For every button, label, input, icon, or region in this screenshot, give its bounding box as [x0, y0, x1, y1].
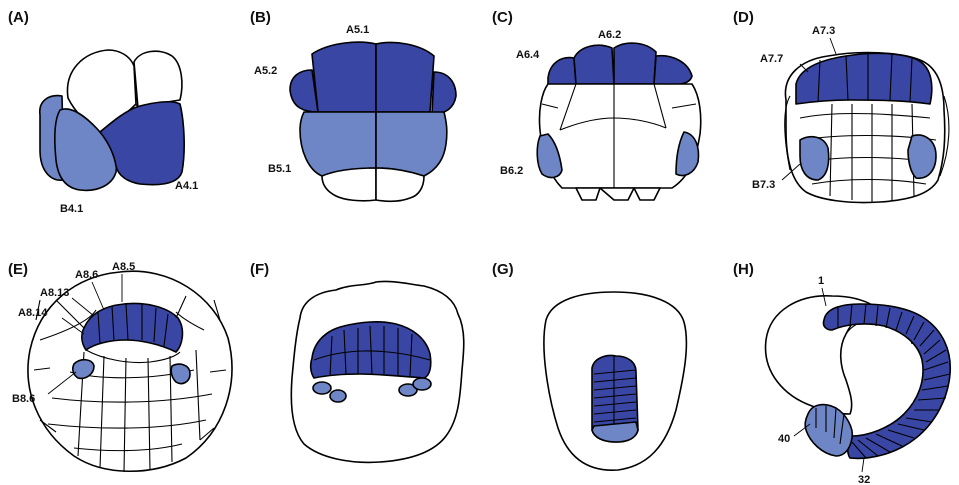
panel-c-letter: (C)	[492, 9, 513, 26]
panel-c: (C) A6.2 A6.4 B6.2	[492, 9, 701, 200]
label-a6-4: A6.4	[516, 49, 540, 61]
cell-a5-1-left	[312, 42, 376, 112]
cell-b5-1-right	[376, 112, 447, 176]
panel-e-letter: (E)	[8, 261, 28, 278]
panel-b-letter: (B)	[250, 9, 271, 26]
cell-b7-3-left	[800, 137, 829, 180]
cell-g-tail	[592, 422, 638, 442]
label-b6-2: B6.2	[500, 165, 523, 177]
panel-g: (G)	[492, 261, 686, 470]
panel-f: (F)	[250, 261, 464, 462]
cell-b7-3-right	[908, 135, 936, 178]
leader-line	[830, 38, 836, 54]
label-a8-14: A8.14	[18, 307, 48, 319]
cell-f-right-b	[413, 378, 431, 390]
cell-b5-1-left	[300, 112, 376, 176]
label-a6-2: A6.2	[598, 29, 621, 41]
label-a5-2: A5.2	[254, 65, 277, 77]
cell-a5-1-right	[376, 43, 434, 113]
cell-a6-2-left	[574, 45, 614, 84]
cell-a5-2-right	[432, 72, 456, 114]
cell-b5-2-right	[376, 168, 424, 201]
cell-b5-2-left	[322, 168, 376, 201]
cell-b8-6-right	[171, 364, 190, 384]
label-a7-3: A7.3	[812, 25, 835, 37]
label-a4-1: A4.1	[175, 180, 198, 192]
panel-e: (E) A8.6 A8.5 A8.13 A8.14 B8.6	[8, 261, 232, 472]
label-b4-1: B4.1	[60, 203, 83, 215]
label-a8-5: A8.5	[112, 261, 135, 273]
cell-a6-4-left	[548, 58, 576, 86]
cell-a6-2-right	[614, 43, 656, 84]
label-b8-6: B8.6	[12, 393, 35, 405]
panel-d: (D) A7.3 A7.7 B7.3	[733, 9, 949, 203]
label-a7-7: A7.7	[760, 53, 783, 65]
label-a8-13: A8.13	[40, 287, 69, 299]
label-b7-3: B7.3	[752, 179, 775, 191]
label-b5-1: B5.1	[268, 163, 291, 175]
label-h-32: 32	[858, 474, 870, 485]
panel-d-letter: (D)	[733, 9, 754, 26]
label-a5-1: A5.1	[346, 24, 369, 36]
panel-h-letter: (H)	[733, 261, 754, 278]
panel-g-letter: (G)	[492, 261, 514, 278]
panel-f-letter: (F)	[250, 261, 269, 278]
cell-bottom-c	[576, 188, 660, 200]
cell-a6-4-right	[654, 56, 692, 85]
panel-b: (B) A5.1 A5.2 B5.1	[250, 9, 456, 201]
label-h-40: 40	[778, 433, 790, 445]
cell-f-left-b	[330, 390, 346, 402]
cell-f-left-a	[313, 382, 331, 394]
label-a8-6: A8.6	[75, 269, 98, 281]
leader-line	[862, 458, 864, 472]
panel-a: (A) B4.1 A4.1	[8, 9, 198, 215]
cell-b4-2	[134, 51, 182, 108]
label-h-1: 1	[818, 275, 824, 287]
panel-a-letter: (A)	[8, 9, 29, 26]
panel-h: (H) 1 40 32	[733, 261, 950, 485]
cell-body-e	[28, 271, 232, 471]
